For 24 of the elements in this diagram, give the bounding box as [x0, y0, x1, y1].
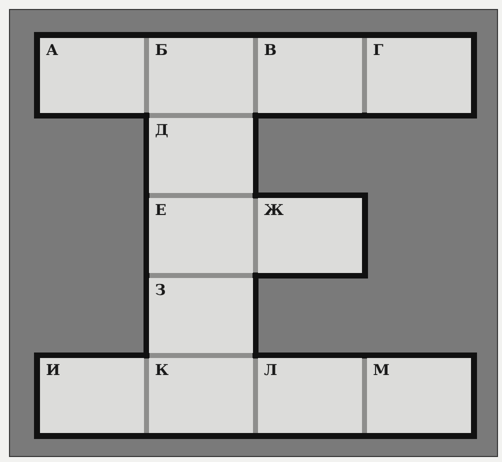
cell-letter: К	[155, 361, 169, 379]
crossword-cell	[149, 38, 253, 113]
crossword-cell	[40, 358, 144, 433]
crossword-cell	[149, 198, 253, 273]
crossword-cell	[258, 358, 362, 433]
crossword-cell	[367, 38, 471, 113]
crossword-cell	[40, 38, 144, 113]
crossword-cell	[149, 278, 253, 353]
cell-letter: Г	[373, 41, 384, 59]
crossword-cell	[149, 118, 253, 193]
cell-letter: А	[46, 41, 58, 59]
crossword-cell	[258, 198, 362, 273]
cell-letter: Л	[264, 361, 278, 379]
cell-letter: И	[46, 361, 60, 379]
cell-letter: Е	[155, 201, 166, 219]
cell-letter: В	[264, 41, 277, 59]
cell-letter: З	[155, 281, 166, 299]
cell-letter: Ж	[264, 201, 284, 219]
crossword-cell	[258, 38, 362, 113]
crossword-cell	[367, 358, 471, 433]
crossword-cell	[149, 358, 253, 433]
cell-letter: Д	[155, 121, 168, 139]
cell-letter: М	[373, 361, 390, 379]
cell-letter: Б	[155, 41, 168, 59]
